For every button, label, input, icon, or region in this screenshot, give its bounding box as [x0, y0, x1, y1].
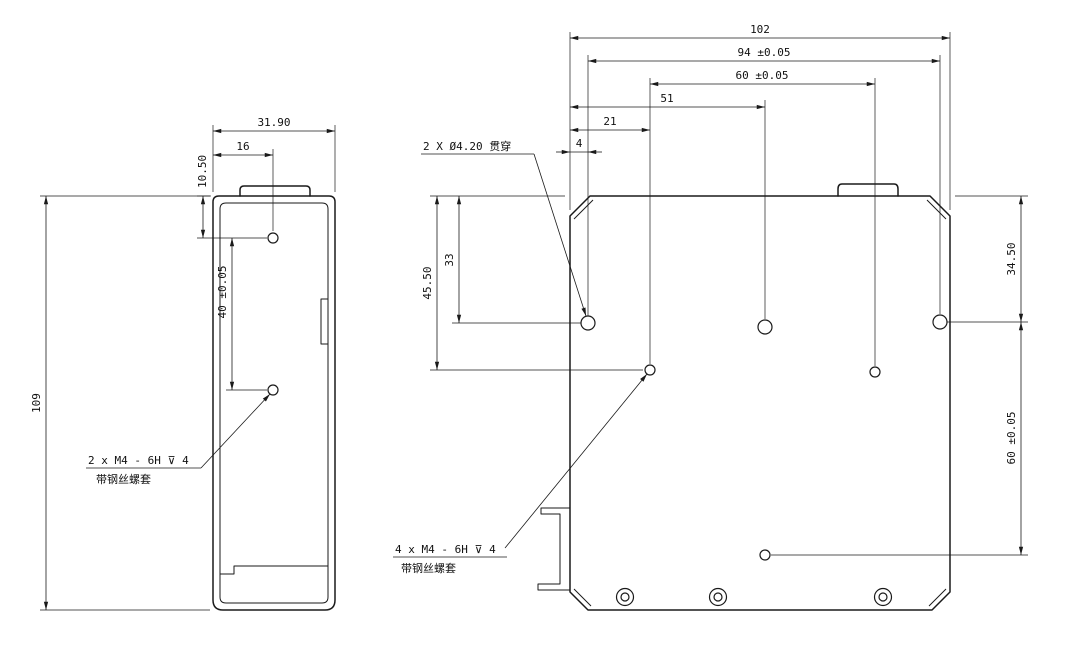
dim-text-33: 33	[443, 253, 456, 266]
leader-line	[200, 393, 271, 469]
dim-text-hole-x: 16	[236, 140, 249, 153]
dim-text-21: 21	[603, 115, 616, 128]
left-view-inner-outline	[219, 202, 329, 604]
right-view-outline	[569, 195, 951, 611]
callout-tapped-note: 带钢丝螺套	[401, 562, 456, 575]
dim-text-34: 34.50	[1005, 242, 1018, 275]
chamfer-line	[573, 199, 594, 220]
left-view-outline	[212, 195, 336, 611]
tapped-hole	[759, 549, 771, 561]
dim-text-height: 109	[30, 393, 43, 413]
dim-text-width: 31.90	[257, 116, 290, 129]
chamfer-line	[926, 199, 947, 220]
left-view: 31.90 16 10.50 40 ±0.05 109 2 x M4 - 6H …	[30, 116, 336, 611]
dim-text-4: 4	[576, 137, 583, 150]
left-view-side-notch	[320, 298, 328, 345]
tapped-hole	[644, 364, 656, 376]
chamfer-line	[573, 588, 592, 607]
through-hole	[932, 314, 948, 330]
dim-text-hole-top: 10.50	[196, 155, 209, 188]
boss-inner	[620, 592, 630, 602]
boss-inner	[713, 592, 723, 602]
left-view-top-tab	[239, 185, 311, 197]
callout-through-text: 2 X Ø4.20 贯穿	[423, 139, 511, 153]
boss-outer	[615, 587, 635, 607]
callout-tapped-note: 带钢丝螺套	[96, 473, 151, 486]
dim-text-102: 102	[750, 23, 770, 36]
dim-text-51: 51	[660, 92, 673, 105]
tapped-hole	[869, 366, 881, 378]
chamfer-line	[928, 588, 947, 607]
dim-text-hole-pitch: 40 ±0.05	[216, 266, 229, 319]
boss-inner	[878, 592, 888, 602]
callout-tapped-text: 2 x M4 - 6H ⊽ 4	[88, 454, 189, 467]
through-hole	[580, 315, 596, 331]
through-hole	[757, 319, 773, 335]
boss-outer	[708, 587, 728, 607]
callout-tapped-text: 4 x M4 - 6H ⊽ 4	[395, 543, 496, 556]
left-view-bottom-step	[220, 565, 328, 575]
dim-text-45: 45.50	[421, 266, 434, 299]
boss-outer	[873, 587, 893, 607]
dim-text-60: 60 ±0.05	[736, 69, 789, 82]
dim-text-94: 94 ±0.05	[738, 46, 791, 59]
tapped-hole	[267, 232, 279, 244]
rail-clip	[537, 507, 570, 591]
tapped-hole	[267, 384, 279, 396]
leader-line	[504, 373, 648, 549]
right-view: 102 94 ±0.05 60 ±0.05 51 21 4 45.50 33 3…	[393, 23, 1028, 611]
leader-line	[533, 153, 587, 317]
right-view-top-tab	[837, 183, 899, 197]
dim-text-60r: 60 ±0.05	[1005, 412, 1018, 465]
